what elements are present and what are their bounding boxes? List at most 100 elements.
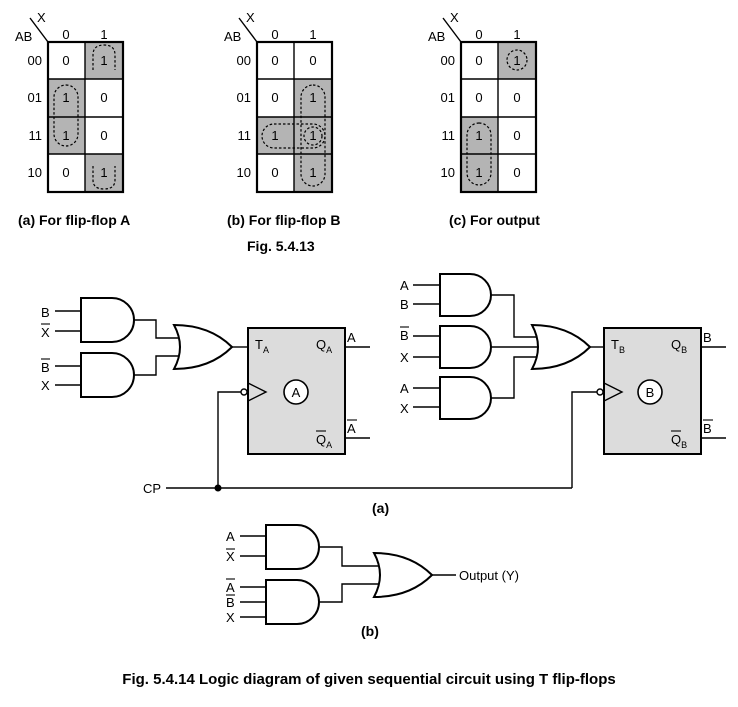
clock-label: CP [143, 481, 161, 496]
kmap-c-col-var: X [450, 10, 459, 25]
input-label: X [226, 610, 235, 625]
kmap-a-col-header: 1 [100, 27, 107, 42]
or-gate [372, 551, 434, 599]
kmap-a-group-loop [92, 44, 116, 70]
kmap-c-cell: 0 [475, 90, 482, 105]
and-gate [80, 352, 135, 398]
kmap-c-cell: 0 [475, 53, 482, 68]
kmap-a-caption: (a) For flip-flop A [18, 212, 130, 228]
kmap-b-cell: 1 [309, 165, 316, 180]
ffb-output-b-bar: B [703, 421, 712, 436]
input-label: B [41, 360, 50, 375]
kmap-c-row-header: 01 [441, 90, 455, 105]
kmap-b-cell: 0 [309, 53, 316, 68]
and-gate [439, 376, 492, 420]
kmap-c-caption: (c) For output [449, 212, 540, 228]
kmap-a-cell: 1 [100, 53, 107, 68]
kmap-b-row-header: 10 [237, 165, 251, 180]
input-label: B [41, 305, 50, 320]
and-gate [439, 325, 492, 369]
kmap-b-cell: 1 [271, 128, 278, 143]
kmap-b-cell: 1 [309, 90, 316, 105]
kmap-a-group-loop [53, 84, 79, 147]
kmap-c-row-header: 11 [442, 128, 456, 143]
kmap-a-col-header: 0 [62, 27, 69, 42]
kmap-a-cell: 0 [62, 53, 69, 68]
kmap-a-row-header: 11 [29, 128, 43, 143]
and-gate [439, 273, 492, 317]
ffa-clock-bubble [240, 388, 248, 396]
and-gate [265, 579, 320, 625]
kmap-b-group-loop [303, 126, 323, 146]
flip-flop-b: TB QB QB B B B [596, 327, 726, 455]
input-label: X [41, 325, 50, 340]
input-label: X [41, 378, 50, 393]
input-label: A [226, 529, 235, 544]
ffa-t-label: TA [255, 337, 269, 355]
kmap-b-row-header: 11 [238, 128, 252, 143]
ffb-output-b: B [703, 330, 712, 345]
kmap-a-cell: 1 [62, 128, 69, 143]
input-label: A [400, 278, 409, 293]
kmap-a-row-var: AB [15, 29, 32, 44]
ffa-clock-triangle [247, 382, 268, 402]
and-gate [265, 524, 320, 570]
circuit-a-label: (a) [372, 500, 389, 516]
kmap-a-row-header: 10 [28, 165, 42, 180]
kmap-c-cell: 0 [513, 128, 520, 143]
ffa-qbar-label: QA [316, 432, 332, 450]
kmap-a-cell: 0 [100, 90, 107, 105]
input-label: X [400, 401, 409, 416]
kmap-a-cell: 1 [100, 165, 107, 180]
kmap-c-cell: 1 [513, 53, 520, 68]
input-label: B [226, 595, 235, 610]
kmap-c-row-header: 10 [441, 165, 455, 180]
kmap-b: X AB 0 1 00 01 11 10 0 0 0 1 1 1 0 1 [224, 10, 334, 194]
circuit-a-ffa-logic: B X B X [41, 297, 248, 398]
kmap-c: X AB 0 1 00 01 11 10 0 1 0 0 1 0 1 0 [428, 10, 538, 194]
kmap-a-cell: 1 [62, 90, 69, 105]
ffb-clock-triangle [603, 382, 624, 402]
kmap-c-group-loop [506, 49, 528, 71]
kmap-b-col-header: 1 [309, 27, 316, 42]
kmap-c-row-header: 00 [441, 53, 455, 68]
ffa-output-a: A [347, 330, 356, 345]
ffa-circle-label: A [292, 385, 301, 400]
kmap-a-cell: 0 [62, 165, 69, 180]
kmap-c-cell: 0 [513, 165, 520, 180]
ffa-q-label: QA [316, 337, 332, 355]
kmap-b-group-loop [300, 84, 326, 187]
kmap-b-cell: 0 [271, 165, 278, 180]
input-label: X [226, 549, 235, 564]
kmap-b-cell: 0 [271, 53, 278, 68]
flip-flop-a: TA QA QA A A A [240, 327, 370, 455]
output-y-label: Output (Y) [459, 568, 519, 583]
and-gate [80, 297, 135, 343]
kmap-c-group-loop [466, 122, 492, 186]
ffa-output-a-bar: A [347, 421, 356, 436]
ffb-q-label: QB [671, 337, 687, 355]
or-gate [530, 323, 592, 371]
ffb-circle-label: B [646, 385, 655, 400]
ffb-clock-bubble [596, 388, 604, 396]
clock-line: CP [143, 391, 597, 496]
kmap-b-col-header: 0 [271, 27, 278, 42]
kmap-a-row-header: 01 [28, 90, 42, 105]
figure-5-4-13-caption: Fig. 5.4.13 [247, 238, 315, 254]
kmap-b-group-loop [261, 123, 326, 149]
kmap-c-col-header: 1 [513, 27, 520, 42]
kmap-c-cell: 1 [475, 128, 482, 143]
kmap-b-col-var: X [246, 10, 255, 25]
kmap-b-cell: 0 [271, 90, 278, 105]
kmap-a: X AB 0 1 00 01 11 10 0 1 1 0 1 0 0 1 [15, 10, 125, 194]
input-label: X [400, 350, 409, 365]
input-label: B [400, 328, 409, 343]
kmap-c-row-var: AB [428, 29, 445, 44]
kmap-a-row-header: 00 [28, 53, 42, 68]
kmap-c-cell: 0 [513, 90, 520, 105]
ffa-circle-marker [283, 379, 309, 405]
ffb-circle-marker [637, 379, 663, 405]
kmap-b-row-header: 01 [237, 90, 251, 105]
kmap-c-col-header: 0 [475, 27, 482, 42]
